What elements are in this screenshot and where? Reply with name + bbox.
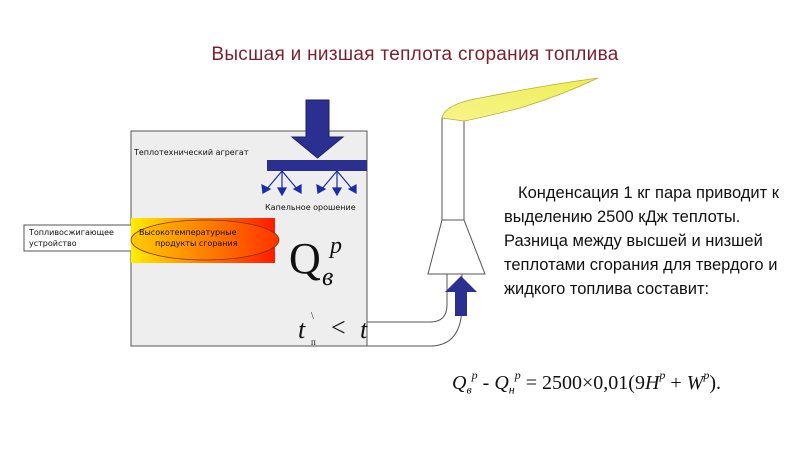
chimney-cone <box>427 219 486 275</box>
chimney-stack <box>441 117 465 221</box>
formula-rest1: = 2500×0,01(9 <box>520 371 645 394</box>
temp-t: t <box>298 315 306 344</box>
page-title: Высшая и низшая теплота сгорания топлива <box>211 44 619 65</box>
formula-q2-sub: н <box>508 382 515 397</box>
explanation-text: Конденсация 1 кг пара приводит к выделен… <box>504 184 779 298</box>
formula-rest2: ). <box>709 371 722 394</box>
formula-q2: Q <box>494 371 509 394</box>
chimney-flame <box>441 77 599 122</box>
down-arrow-icon <box>290 99 345 159</box>
flame-label-line2: продукты сгорания <box>155 239 238 248</box>
spray-bar <box>267 160 367 171</box>
formula-q2-sup: р <box>514 368 521 382</box>
formula: Qвр - Qнр = 2500×0,01(9Hp + Wp). <box>452 368 797 402</box>
heat-symbol-q: Q <box>289 234 321 283</box>
formula-h: H <box>644 371 660 394</box>
burner-label-line1: Топливосжигающее <box>28 228 114 237</box>
formula-minus: - <box>477 371 495 394</box>
formula-plus: + <box>665 371 687 394</box>
formula-h-sup: p <box>659 368 666 382</box>
heat-symbol-sub: в <box>322 262 333 291</box>
burner-device-box <box>23 224 133 252</box>
spray-label: Капельное орошение <box>265 203 356 212</box>
inner-flame <box>130 219 280 261</box>
aggregate-label: Теплотехнический агрегат <box>133 148 249 157</box>
formula-w-sup: p <box>703 368 710 382</box>
formula-q1: Q <box>452 371 467 394</box>
heat-symbol-sup: p <box>328 233 342 259</box>
temp-lt: < <box>331 313 346 342</box>
temp-rhs: t <box>360 315 368 344</box>
spray-arrows-right <box>316 170 357 197</box>
burner-label-line2: устройство <box>29 239 77 248</box>
formula-w: W <box>686 371 704 394</box>
formula-q1-sub: в <box>466 382 472 397</box>
spray-arrows-left <box>261 170 302 197</box>
formula-q1-sup: р <box>471 368 478 382</box>
flue-duct <box>366 273 463 347</box>
explanation-paragraph: Конденсация 1 кг пара приводит к выделен… <box>504 181 784 301</box>
up-arrow-icon <box>445 276 477 316</box>
temp-sub: п <box>311 337 316 347</box>
flame-label-line1: Высокотемпературные <box>139 228 237 237</box>
temp-sup: \ <box>311 311 314 322</box>
